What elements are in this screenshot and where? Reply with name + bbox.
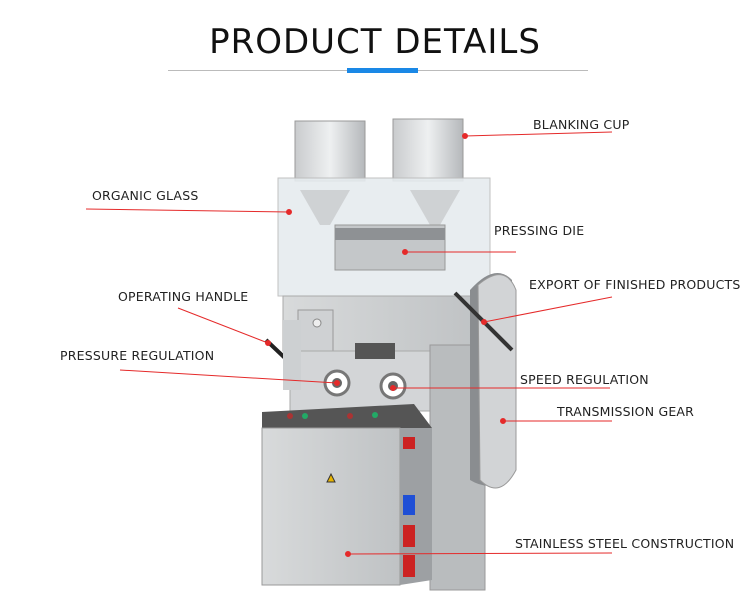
callout-pressure-regulation: PRESSURE REGULATION [60, 348, 215, 363]
callout-speed-regulation: SPEED REGULATION [520, 372, 649, 387]
leader-pressure-regulation [119, 369, 338, 384]
leader-blanking-cup [464, 131, 613, 137]
callout-operating-handle: OPERATING HANDLE [118, 289, 249, 304]
callout-pressing-die: PRESSING DIE [494, 223, 585, 238]
callout-blanking-cup: BLANKING CUP [533, 117, 630, 132]
leader-export [483, 296, 613, 323]
leader-organic-glass [85, 208, 290, 213]
callout-stainless-steel: STAINLESS STEEL CONSTRUCTION [515, 536, 735, 551]
callout-export: EXPORT OF FINISHED PRODUCTS [529, 277, 741, 292]
leader-stainless-steel [347, 552, 613, 555]
leader-operating-handle [177, 307, 269, 344]
title-accent-bar [347, 68, 418, 73]
callout-transmission-gear: TRANSMISSION GEAR [557, 404, 695, 419]
callout-organic-glass: ORGANIC GLASS [92, 188, 199, 203]
page-title: PRODUCT DETAILS [209, 22, 541, 62]
